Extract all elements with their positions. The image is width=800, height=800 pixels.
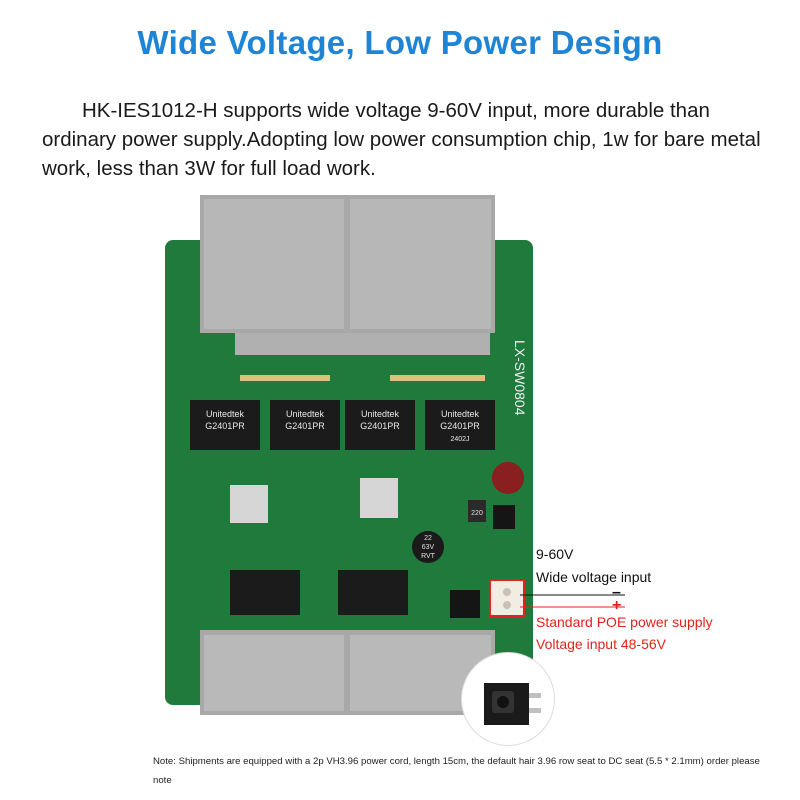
chip-1-model: G2401PR <box>205 421 245 431</box>
heatsink-left <box>230 485 268 523</box>
minus-sign: – <box>612 584 621 601</box>
ethernet-transformer-chips <box>190 400 495 615</box>
power-terminal <box>489 579 525 617</box>
pcb-illustration: Unitedtek G2401PR Unitedtek G2401PR Unit… <box>165 195 533 715</box>
capacitor-text-3: RVT <box>421 553 436 560</box>
chip-4-date: 2402J <box>450 436 469 443</box>
chip-4-model: G2401PR <box>440 421 480 431</box>
page-title: Wide Voltage, Low Power Design <box>137 24 663 61</box>
resistor-block <box>468 500 486 522</box>
pcb-board-photo: Unitedtek G2401PR Unitedtek G2401PR Unit… <box>160 195 540 715</box>
wide-input-label: Wide voltage input <box>536 569 652 585</box>
chip-2-model: G2401PR <box>285 421 325 431</box>
board-silkscreen: LX-SW0804 <box>512 340 528 416</box>
dc-jack-inset <box>462 653 554 745</box>
dc-jack-icon <box>484 683 541 725</box>
capacitor-black <box>412 531 444 563</box>
chip-1-brand: Unitedtek <box>206 409 245 419</box>
poe-label: Standard POE power supply <box>536 614 713 630</box>
poe-voltage-label: Voltage input 48-56V <box>536 636 666 652</box>
voltage-range-label: 9-60V <box>536 546 574 562</box>
intro-paragraph: HK-IES1012-H supports wide voltage 9-60V… <box>42 99 761 180</box>
heatsink-right <box>360 478 398 518</box>
plus-sign: + <box>612 597 622 614</box>
chip-3-brand: Unitedtek <box>361 409 400 419</box>
capacitor-text-1: 22 <box>424 535 432 542</box>
solder-pads <box>240 375 485 381</box>
capacitor-text-2: 63V <box>422 544 435 551</box>
chip-4-brand: Unitedtek <box>441 409 480 419</box>
shipment-note: Note: Shipments are equipped with a 2p V… <box>153 756 760 786</box>
capacitor-red <box>492 462 524 494</box>
chip-2-brand: Unitedtek <box>286 409 325 419</box>
chip-3-model: G2401PR <box>360 421 400 431</box>
resistor-mark: 220 <box>471 510 483 517</box>
